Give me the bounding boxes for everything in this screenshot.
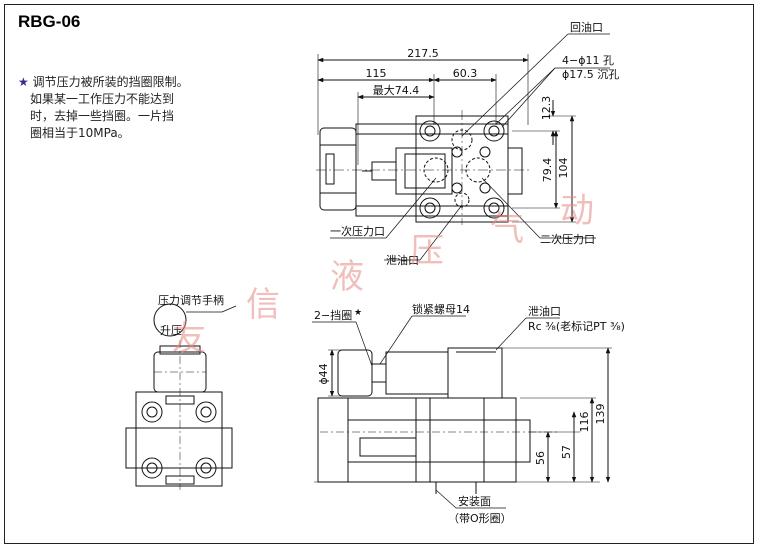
raise-label: 升压 <box>160 324 182 337</box>
top-view-labels: 217.5 115 60.3 最大74.4 12.3 79.4 104 回油口 … <box>330 20 619 267</box>
dim-total-label: 217.5 <box>407 47 439 60</box>
drain-port-label-top: 泄油口 <box>386 253 419 267</box>
rc-thread-label: Rc ³⁄₈(老标记PT ³⁄₈) <box>528 319 625 333</box>
handle-cap <box>319 127 357 211</box>
handle-label: 压力调节手柄 <box>158 293 224 307</box>
dim-123-label: 12.3 <box>540 96 553 121</box>
dim-104-label: 104 <box>557 158 570 179</box>
watermark-char-3: 液 <box>330 257 364 297</box>
primary-port-label: 一次压力口 <box>330 224 385 238</box>
mount-surface-label: 安装面 <box>458 494 491 508</box>
top-view <box>316 33 610 261</box>
watermark-char-4: 压 <box>410 231 444 271</box>
front-view <box>312 315 612 509</box>
retainer-label: 2−挡圈 <box>314 308 352 322</box>
drain-port-label-front: 泄油口 <box>528 304 561 318</box>
holes-label-2: ϕ17.5 沉孔 <box>562 68 619 81</box>
lock-nut <box>371 363 387 383</box>
dim-115-label: 115 <box>366 67 387 80</box>
dim-57-label: 57 <box>560 445 573 459</box>
return-port-label: 回油口 <box>570 20 603 34</box>
note-line-3: 时，去掉一些挡圈。一片挡 <box>30 109 175 123</box>
watermark-char-5: 气 <box>490 209 524 249</box>
drawing-frame <box>4 4 754 544</box>
dim-139-label: 139 <box>594 404 607 425</box>
oring-label: （带O形圈） <box>448 512 512 525</box>
dim-794-label: 79.4 <box>541 158 554 183</box>
note-line-2: 如果某一工作压力不能达到 <box>30 92 175 106</box>
watermark-char-1: 友 <box>172 319 206 359</box>
retainer-note: ★ 调节压力被所装的挡圈限制。 如果某一工作压力不能达到 时，去掉一些挡圈。一片… <box>18 74 228 142</box>
watermark-char-2: 信 <box>246 285 280 325</box>
valve-body-side <box>135 391 223 487</box>
dim-603-label: 60.3 <box>453 67 478 80</box>
holes-label-1: 4−ϕ11 孔 <box>562 54 614 67</box>
note-line-1: 调节压力被所装的挡圈限制。 <box>32 75 189 89</box>
dim-max-label: 最大74.4 <box>373 83 420 97</box>
left-view <box>125 303 237 490</box>
handle-front <box>337 349 373 397</box>
locknut-label: 锁紧螺母14 <box>412 302 470 316</box>
dim-56-label: 56 <box>534 451 547 465</box>
watermark: 友 信 液 压 气 动 <box>172 191 594 359</box>
dim-44-label: ϕ44 <box>317 363 330 384</box>
front-view-labels: 2−挡圈 ★ 锁紧螺母14 泄油口 Rc ³⁄₈(老标记PT ³⁄₈) ϕ44 … <box>314 302 625 525</box>
watermark-char-6: 动 <box>560 191 594 231</box>
raise-arrow-circle <box>153 303 187 337</box>
left-view-labels: 压力调节手柄 升压 <box>158 293 224 337</box>
star-icon: ★ <box>18 75 29 89</box>
model-title: RBG-06 <box>18 12 81 31</box>
retainer-star-icon: ★ <box>354 308 362 318</box>
secondary-port-label: 二次压力口 <box>540 232 595 246</box>
dim-116-label: 116 <box>578 412 591 433</box>
note-line-4: 圈相当于10MPa。 <box>30 126 130 140</box>
drain-boss <box>447 347 503 399</box>
